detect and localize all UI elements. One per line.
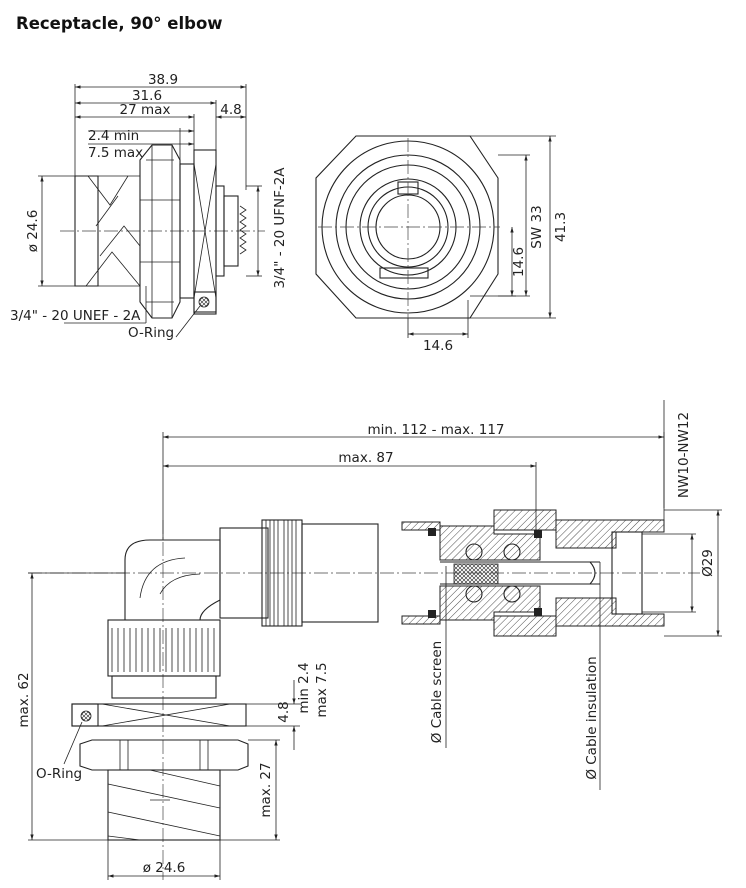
dim-panel-min: 2.4 min bbox=[88, 128, 139, 144]
dim-height: 41.3 bbox=[553, 212, 569, 242]
cable-insulation-label: Ø Cable insulation bbox=[584, 656, 600, 779]
vertical-coupling bbox=[107, 619, 221, 677]
panel-nut bbox=[79, 739, 249, 771]
hex-nut bbox=[139, 144, 181, 319]
thread-left-label: 3/4" - 20 UNEF - 2A bbox=[10, 308, 141, 324]
dim-thread: 27 max bbox=[120, 102, 171, 118]
knurl-horizontal bbox=[265, 520, 297, 626]
thread-right-label: 3/4" - 20 UFNF-2A bbox=[272, 167, 288, 289]
oring-symbol bbox=[198, 296, 210, 308]
dim-max75: max 7.5 bbox=[314, 662, 330, 717]
horizontal-coupling bbox=[219, 527, 269, 619]
dim-body: 31.6 bbox=[132, 88, 162, 104]
page-title: Receptacle, 90° elbow bbox=[16, 14, 223, 33]
dim-offset-v: 14.6 bbox=[511, 247, 527, 277]
clamp-nut-bottom bbox=[555, 597, 665, 627]
dim-max62: max. 62 bbox=[16, 672, 32, 727]
dim-d246: ø 24.6 bbox=[143, 860, 186, 876]
dim-offset-h: 14.6 bbox=[423, 338, 453, 354]
dim-panel-max: 7.5 max bbox=[88, 145, 143, 161]
oring-label-bottom: O-Ring bbox=[36, 766, 82, 782]
dim-overall: 38.9 bbox=[148, 72, 178, 88]
front-view: 41.3 SW 33 14.6 14.6 bbox=[315, 135, 569, 354]
nut-size-label: NW10-NW12 bbox=[676, 412, 692, 498]
thread-spring bbox=[239, 205, 247, 255]
cable-sleeve bbox=[301, 523, 379, 623]
dim-diameter: ø 24.6 bbox=[25, 210, 41, 253]
dim-max27: max. 27 bbox=[258, 762, 274, 817]
dim-max87: max. 87 bbox=[338, 450, 393, 466]
cable-screen-braid bbox=[453, 563, 499, 585]
oring-label-top: O-Ring bbox=[128, 325, 174, 341]
elbow-assembly-view: min. 112 - max. 117 max. 87 NW10-NW12 Ø2… bbox=[16, 400, 722, 880]
knurl-vertical bbox=[111, 628, 215, 672]
dim-flange: 4.8 bbox=[220, 102, 241, 118]
dim-48: 4.8 bbox=[276, 701, 292, 722]
dim-d29: Ø29 bbox=[700, 549, 716, 577]
lower-thread bbox=[107, 769, 221, 841]
elbow-body bbox=[124, 539, 221, 621]
dim-sw: SW 33 bbox=[529, 205, 545, 248]
cable-screen-label: Ø Cable screen bbox=[429, 641, 445, 743]
top-side-view: 38.9 31.6 27 max 4.8 2.4 min 7.5 max ø 2… bbox=[10, 72, 288, 341]
dim-min24: min 2.4 bbox=[296, 662, 312, 713]
dim-total: min. 112 - max. 117 bbox=[367, 422, 504, 438]
